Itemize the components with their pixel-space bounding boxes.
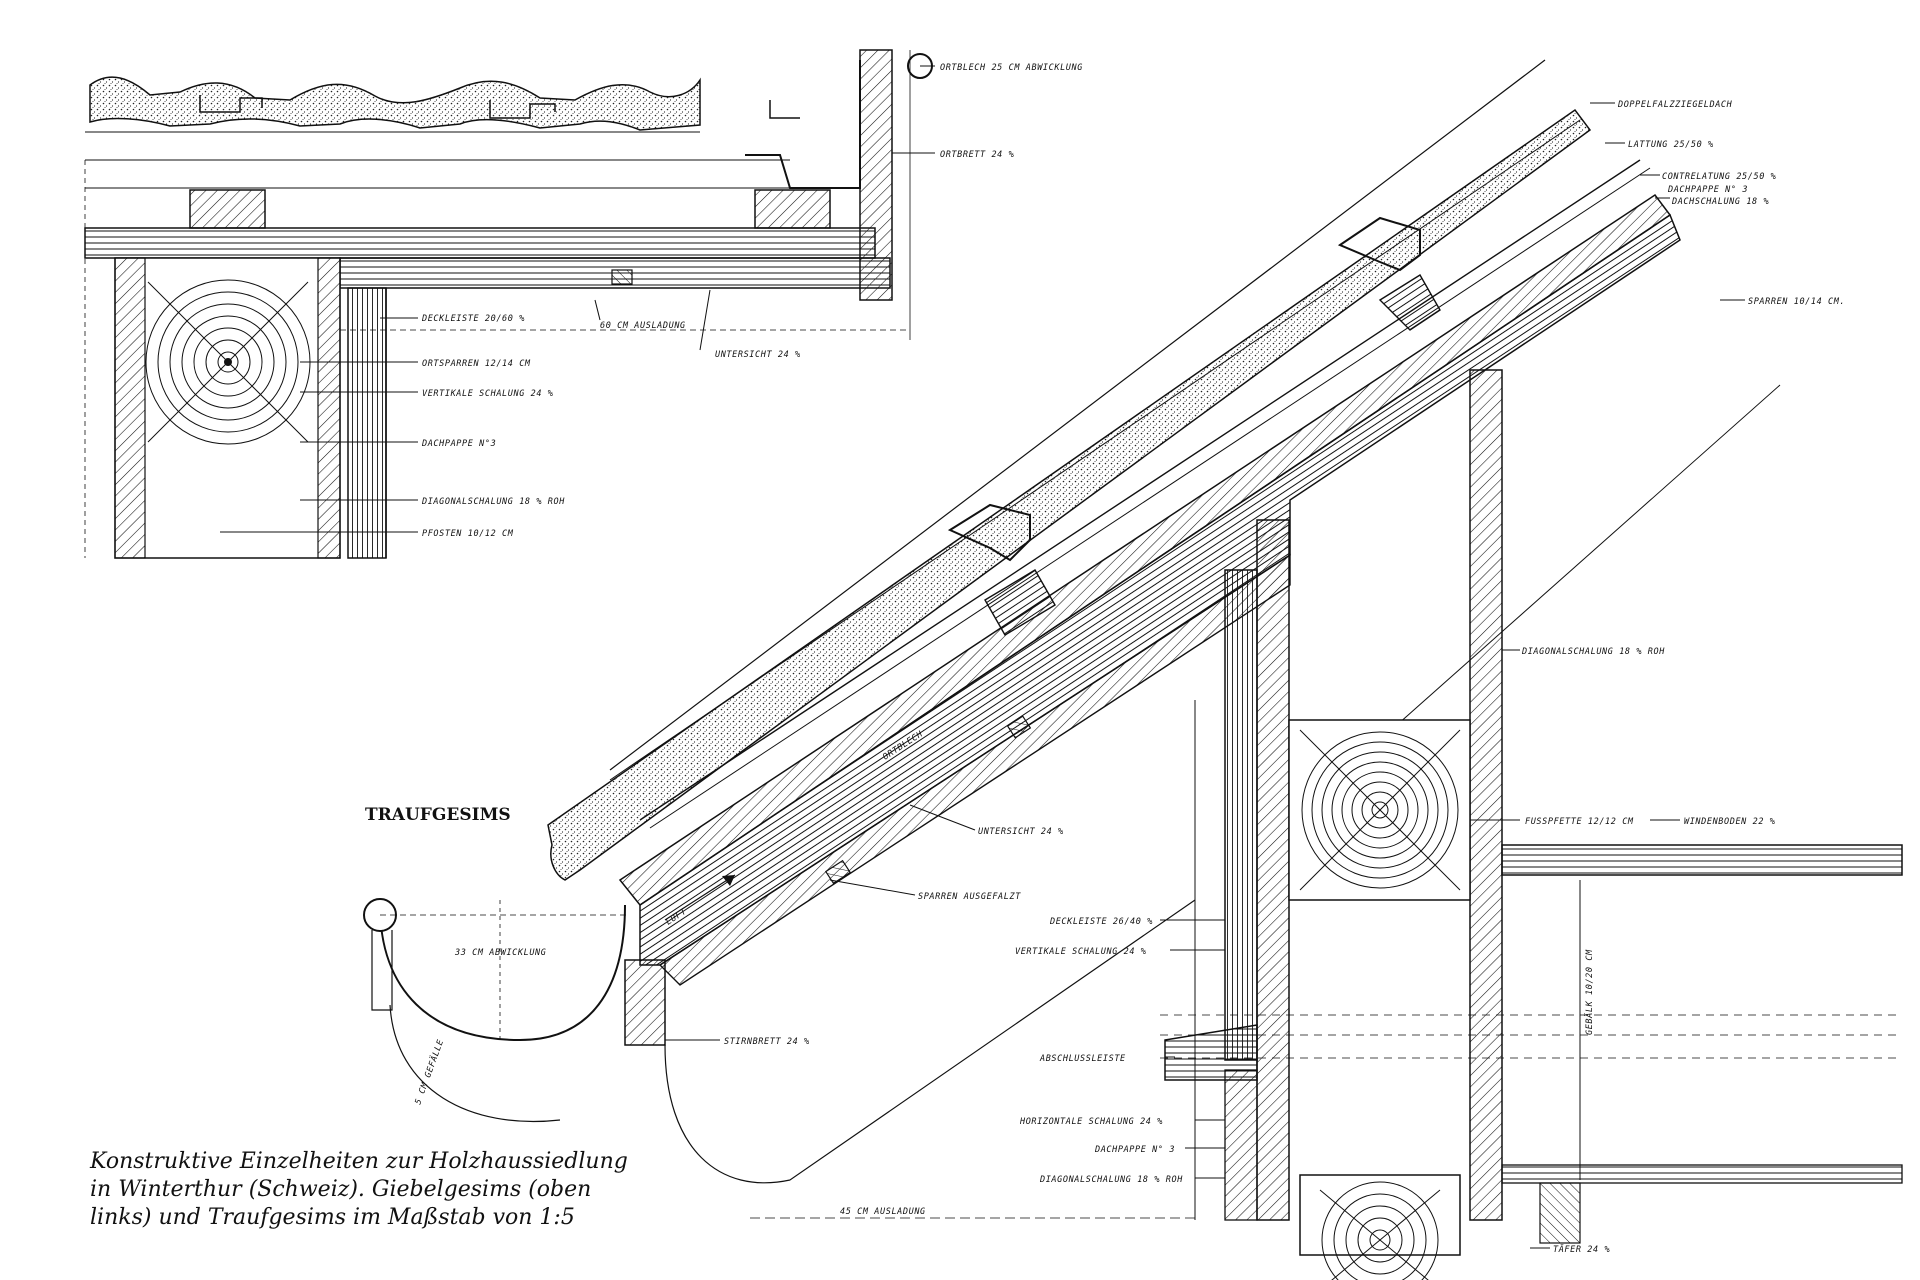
label-ortsparren: ORTSPARREN 12/14 CM <box>422 359 531 369</box>
roof-boarding <box>618 193 1672 907</box>
label-contralattung: CONTRELATUNG 25/50 % <box>1662 172 1776 182</box>
label-deckleiste: DECKLEISTE 20/60 % <box>421 314 525 324</box>
caption-line-3: links) und Traufgesims im Maßstab von 1:… <box>90 1205 575 1230</box>
post <box>347 287 387 559</box>
eave-cornice-detail: DOPPELFALZZIEGELDACH LATTUNG 25/50 % CON… <box>363 59 1903 1280</box>
label-dachpappe3: DACHPAPPE N° 3 <box>1094 1145 1175 1155</box>
fascia-board <box>624 959 666 1046</box>
label-lattung: LATTUNG 25/50 % <box>1628 140 1714 150</box>
inner-stud <box>1469 369 1503 1221</box>
figure-caption: Konstruktive Einzelheiten zur Holzhaussi… <box>89 1149 628 1230</box>
label-diagonal-eave: DIAGONALSCHALUNG 18 % ROH <box>1521 647 1665 657</box>
label-sparren: SPARREN 10/14 CM. <box>1748 297 1845 307</box>
label-sparren-ausgef: SPARREN AUSGEFALZT <box>918 892 1021 902</box>
label-windenboden: WINDENBODEN 22 % <box>1684 817 1775 827</box>
label-gefaelle: 5 CM GEFÄLLE <box>412 1038 446 1106</box>
label-dachpappe-eave: DACHPAPPE N° 3 <box>1667 185 1748 195</box>
label-fusspfette: FUSSPFETTE 12/12 CM <box>1525 817 1634 827</box>
label-stirnbrett: STIRNBRETT 24 % <box>724 1037 810 1047</box>
wall-plate-end-grain <box>1299 729 1461 891</box>
label-pfosten: PFOSTEN 10/12 CM <box>422 529 514 539</box>
gutter <box>379 904 626 1042</box>
roof-board <box>84 227 876 259</box>
label-vertikale: VERTIKALE SCHALUNG 24 % <box>422 389 554 399</box>
attic-floor-board <box>1501 844 1903 876</box>
label-vertikale-eave: VERTIKALE SCHALUNG 24 % <box>1015 947 1147 957</box>
label-ortblech: ORTBLECH 25 CM ABWICKLUNG <box>940 63 1083 73</box>
caption-line-2: in Winterthur (Schweiz). Giebelgesims (o… <box>90 1177 591 1202</box>
label-dachschalung: DACHSCHALUNG 18 % <box>1671 197 1769 207</box>
soffit-slab <box>658 553 1291 986</box>
gable-cornice-detail: ORTBLECH 25 CM ABWICKLUNG ORTBRETT 24 % … <box>84 49 1083 559</box>
label-ausladung-eave: 45 CM AUSLADUNG <box>840 1207 926 1217</box>
eave-roof-tiles <box>547 108 1592 881</box>
label-taefer: TÄFER 24 % <box>1553 1244 1610 1255</box>
caption-line-1: Konstruktive Einzelheiten zur Holzhaussi… <box>89 1149 628 1174</box>
label-ausladung: 60 CM AUSLADUNG <box>600 321 686 331</box>
lath-section <box>189 189 266 229</box>
label-gebalk: GEBÄLK 10/20 CM <box>1584 949 1595 1035</box>
label-deckleiste-eave: DECKLEISTE 26/40 % <box>1049 917 1153 927</box>
batten <box>1378 274 1441 331</box>
label-dachpappe: DACHPAPPE N°3 <box>421 439 496 449</box>
label-ortbrett: ORTBRETT 24 % <box>940 150 1014 160</box>
label-untersicht: UNTERSICHT 24 % <box>715 350 801 360</box>
wall-post <box>1224 569 1258 1061</box>
roof-tiles <box>89 76 701 131</box>
label-diagonal2: DIAGONALSCHALUNG 18 % ROH <box>1039 1175 1183 1185</box>
label-abschluss: ABSCHLUSSLEISTE <box>1039 1054 1126 1064</box>
lath-section <box>754 189 831 229</box>
label-diagonal: DIAGONALSCHALUNG 18 % ROH <box>421 497 565 507</box>
label-abwicklung: 33 CM ABWICKLUNG <box>454 948 546 958</box>
rafter-end-grain <box>145 279 311 445</box>
eave-title: TRAUFGESIMS <box>365 805 511 825</box>
label-doppelfalz: DOPPELFALZZIEGELDACH <box>1617 100 1733 110</box>
label-horizontale: HORIZONTALE SCHALUNG 24 % <box>1019 1117 1163 1127</box>
wall-stud <box>1256 519 1290 1221</box>
label-untersicht-eave: UNTERSICHT 24 % <box>978 827 1064 837</box>
